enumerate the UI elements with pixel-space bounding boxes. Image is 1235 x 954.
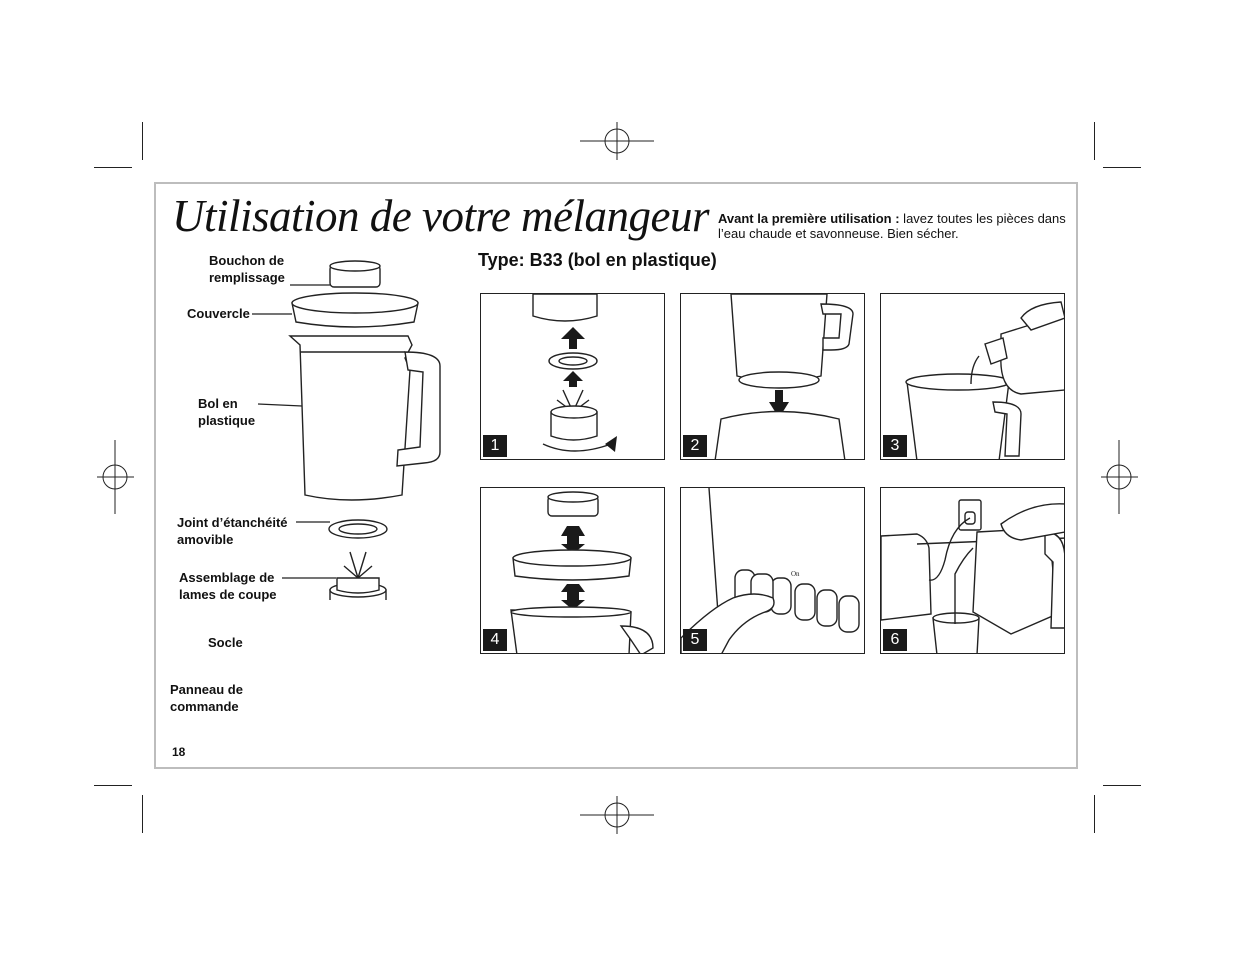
- intro-body: lavez toutes les pièces dans l’eau chaud…: [718, 211, 1066, 241]
- step-panel-3: 3: [880, 293, 1065, 460]
- intro-bold: Avant la première utilisation :: [718, 211, 900, 226]
- intro-text: Avant la première utilisation : lavez to…: [718, 211, 1068, 241]
- step-number-5: 5: [683, 629, 707, 651]
- label-control-panel: Panneau de commande: [170, 682, 243, 714]
- step-number-3: 3: [883, 435, 907, 457]
- on-label: On: [791, 570, 800, 578]
- label-base: Socle: [208, 635, 243, 650]
- step-panel-2: 2: [680, 293, 865, 460]
- step-panel-6: 6: [880, 487, 1065, 654]
- label-filler-cap: Bouchon de remplissage: [209, 253, 285, 285]
- step-panel-5: On 5: [680, 487, 865, 654]
- step-panel-1: 1: [480, 293, 665, 460]
- label-jar: Bol en plastique: [198, 396, 256, 428]
- step-number-2: 2: [683, 435, 707, 457]
- label-lid: Couvercle: [187, 306, 250, 321]
- step-panel-4: 4: [480, 487, 665, 654]
- label-blade-assembly: Assemblage de lames de coupe: [179, 570, 277, 602]
- label-gasket: Joint d’étanchéité amovible: [177, 515, 288, 547]
- page-frame: [154, 182, 1078, 769]
- jar: [288, 335, 413, 501]
- step-number-4: 4: [483, 629, 507, 651]
- page-title: Utilisation de votre mélangeur: [172, 191, 710, 241]
- exploded-blender-diagram: [252, 260, 441, 600]
- step-number-1: 1: [483, 435, 507, 457]
- step-number-6: 6: [883, 629, 907, 651]
- page-number: 18: [172, 745, 186, 759]
- type-heading: Type: B33 (bol en plastique): [478, 250, 717, 270]
